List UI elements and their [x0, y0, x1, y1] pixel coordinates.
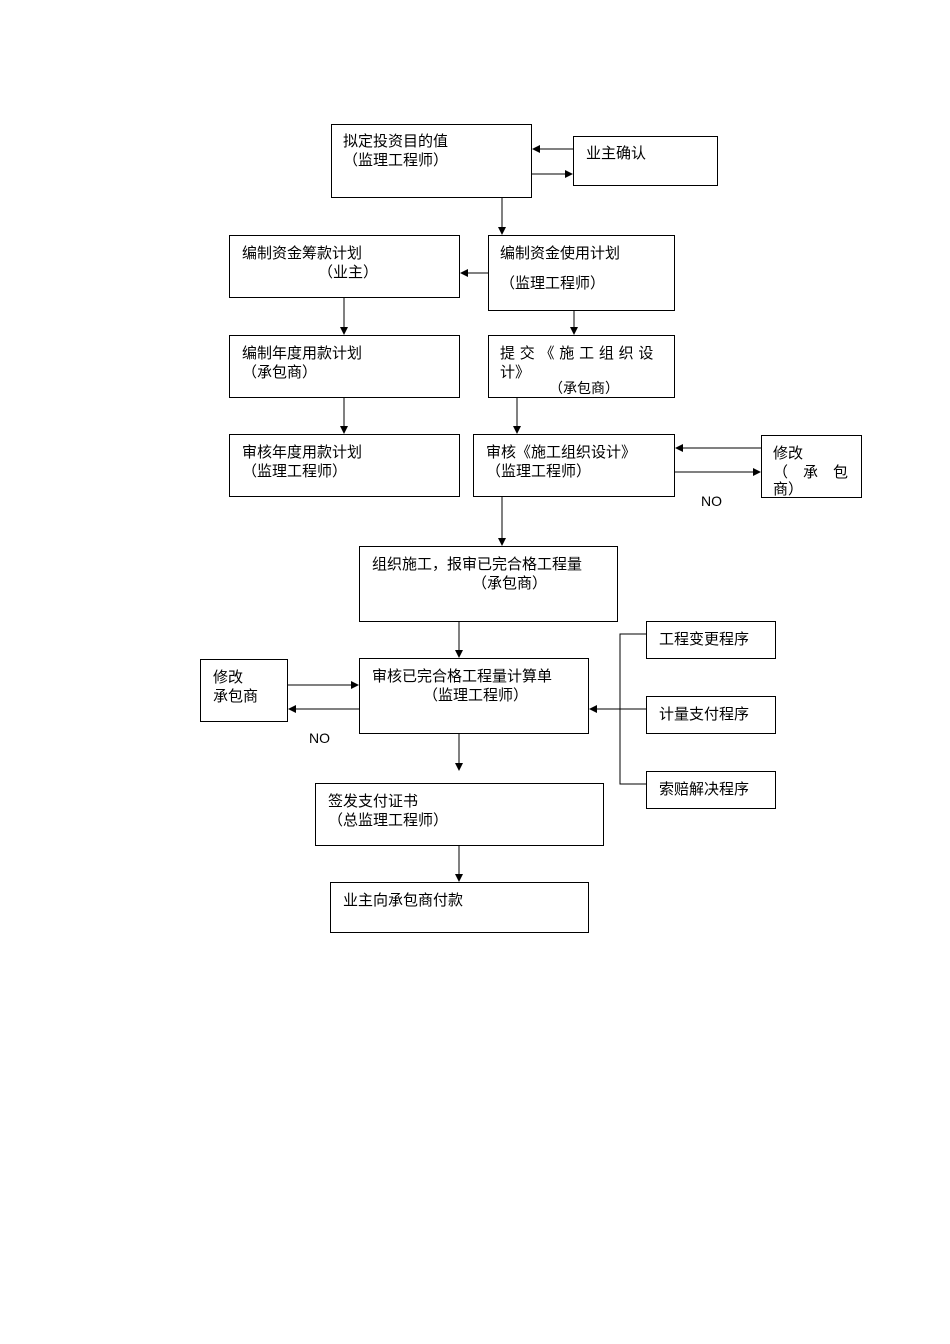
node-text: （承包商）	[549, 381, 619, 397]
node-text: （ 承 包	[773, 463, 849, 481]
node-text: （承包商）	[472, 574, 548, 592]
node-organize-construction: 组织施工，报审已完合格工程量 （承包商）	[359, 546, 618, 622]
node-text: 修改	[773, 444, 804, 462]
node-text: （监理工程师）	[486, 462, 592, 480]
node-text: 工程变更程序	[659, 630, 750, 648]
node-issue-payment-certificate: 签发支付证书 （总监理工程师）	[315, 783, 604, 846]
node-text: 拟定投资目的值	[343, 132, 449, 150]
node-text: 编制资金使用计划	[500, 244, 621, 262]
node-revise-contractor-2: 修改 承包商	[200, 659, 288, 722]
node-revise-contractor-1: 修改 （ 承 包 商）	[761, 435, 862, 498]
node-annual-budget-plan: 编制年度用款计划 （承包商）	[229, 335, 460, 398]
node-text: 审核已完合格工程量计算单	[372, 667, 553, 685]
node-text: 编制年度用款计划	[242, 344, 363, 362]
node-text: 签发支付证书	[328, 792, 419, 810]
node-review-annual-budget: 审核年度用款计划 （监理工程师）	[229, 434, 460, 497]
node-payment-procedure: 计量支付程序	[646, 696, 776, 734]
node-text: （监理工程师）	[242, 462, 348, 480]
no-label: NO	[701, 493, 722, 509]
node-text: 业主确认	[586, 144, 647, 162]
node-text: （监理工程师）	[500, 274, 606, 292]
node-text: 编制资金筹款计划	[242, 244, 363, 262]
node-text: 索赔解决程序	[659, 780, 750, 798]
node-text: （业主）	[318, 263, 379, 281]
node-text: （监理工程师）	[343, 151, 449, 169]
node-text: 审核《施工组织设计》	[486, 443, 637, 461]
node-text: 提 交 《 施 工 组 织 设	[500, 344, 654, 362]
node-change-order-procedure: 工程变更程序	[646, 621, 776, 659]
node-text: 审核年度用款计划	[242, 443, 363, 461]
node-text: 商）	[773, 480, 804, 498]
node-text: 承包商	[213, 687, 259, 705]
node-fund-usage-plan: 编制资金使用计划 （监理工程师）	[488, 235, 675, 311]
node-owner-confirm: 业主确认	[573, 136, 718, 186]
node-text: 计》	[500, 363, 531, 381]
no-label: NO	[309, 730, 330, 746]
node-claims-procedure: 索赔解决程序	[646, 771, 776, 809]
node-text: （承包商）	[242, 363, 318, 381]
node-text: （总监理工程师）	[328, 811, 449, 829]
node-text: 业主向承包商付款	[343, 891, 464, 909]
node-owner-pays-contractor: 业主向承包商付款	[330, 882, 589, 933]
node-text: 组织施工，报审已完合格工程量	[372, 555, 583, 573]
node-funding-plan: 编制资金筹款计划 （业主）	[229, 235, 460, 298]
node-submit-construction-design: 提 交 《 施 工 组 织 设 计》 （承包商）	[488, 335, 675, 398]
node-set-investment-target: 拟定投资目的值 （监理工程师）	[331, 124, 532, 198]
node-text: 修改	[213, 668, 244, 686]
node-text: （监理工程师）	[423, 686, 529, 704]
node-review-quantity-statement: 审核已完合格工程量计算单 （监理工程师）	[359, 658, 589, 734]
node-text: 计量支付程序	[659, 705, 750, 723]
node-review-construction-design: 审核《施工组织设计》 （监理工程师）	[473, 434, 675, 497]
